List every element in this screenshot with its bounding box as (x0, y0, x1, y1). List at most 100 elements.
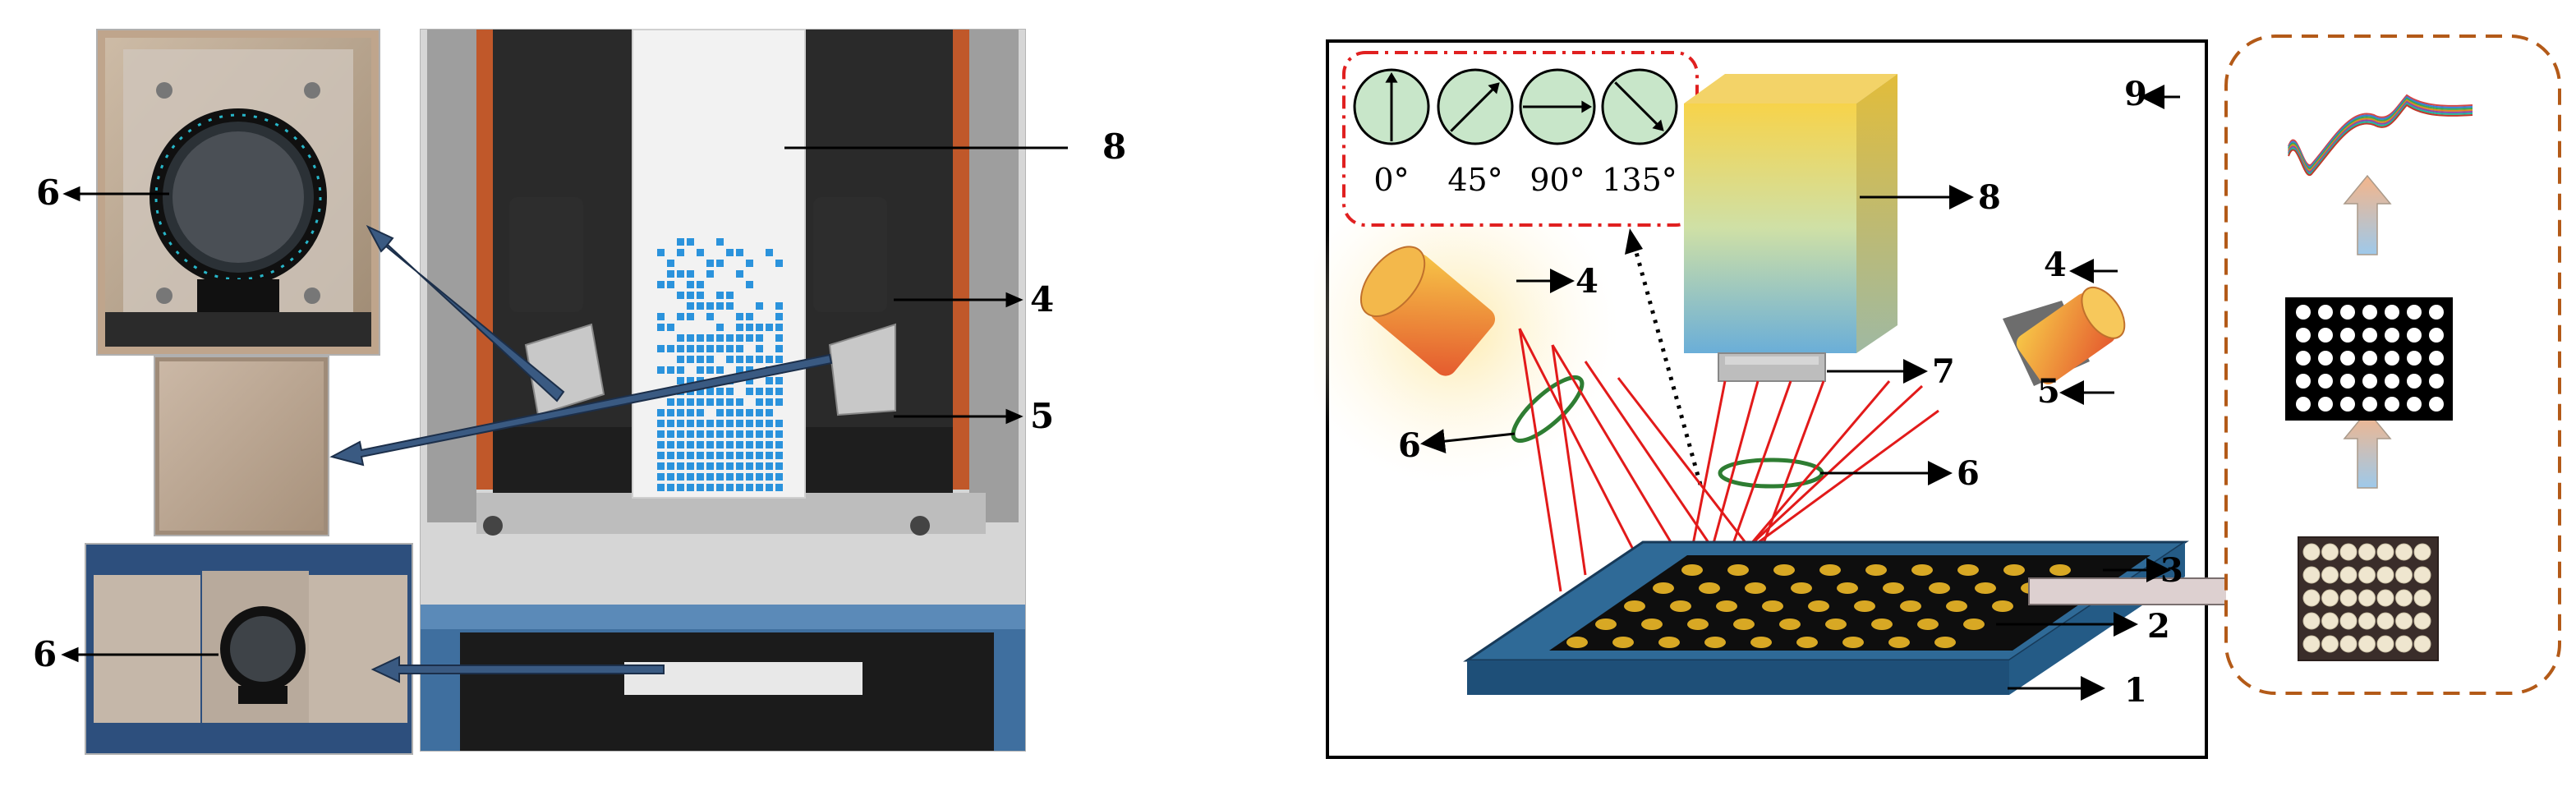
mask-dot (2318, 397, 2333, 412)
card-square (677, 249, 684, 256)
mask-dot (2296, 374, 2311, 389)
card-square (746, 388, 753, 395)
up-arrow-bottom (2343, 409, 2392, 489)
card-square (687, 420, 694, 427)
sample-dot (1819, 564, 1841, 576)
card-square (756, 441, 763, 448)
photo-sample (2358, 589, 2376, 607)
photo-sample (2413, 612, 2431, 630)
sample-dot (1733, 619, 1755, 630)
card-square (697, 366, 704, 374)
photo-sample (2413, 635, 2431, 653)
photo-sample (2321, 635, 2339, 653)
card-square (766, 324, 773, 331)
label-9: 9 (2124, 75, 2147, 113)
card-square (756, 484, 763, 491)
card-square (687, 398, 694, 406)
card-square (766, 441, 773, 448)
card-square (706, 260, 714, 267)
card-square (667, 473, 674, 481)
photo-sample (2376, 543, 2394, 561)
sample-dot (1957, 564, 1979, 576)
card-square (677, 409, 684, 416)
photo-sample (2358, 612, 2376, 630)
card-square (775, 388, 783, 395)
card-square (677, 452, 684, 459)
polarization-axis (1450, 85, 1497, 132)
sample-dot (1975, 582, 1996, 594)
photo-sample (2339, 566, 2358, 584)
card-square (766, 398, 773, 406)
card-square (706, 313, 714, 320)
photo-sample (2302, 543, 2321, 561)
card-square (677, 313, 684, 320)
sample-dot (1791, 582, 1812, 594)
card-square (657, 366, 665, 374)
card-square (697, 334, 704, 342)
card-square (657, 281, 665, 288)
mask-dot (2340, 374, 2355, 389)
card-square (756, 398, 763, 406)
card-square (726, 420, 734, 427)
mask-dot (2340, 305, 2355, 320)
label-7: 7 (1932, 352, 1955, 391)
card-square (657, 473, 665, 481)
card-square (766, 420, 773, 427)
left-photo-panel: 6 4 5 6 (0, 0, 1068, 791)
card-square (726, 292, 734, 299)
card-square (667, 270, 674, 278)
card-square (726, 452, 734, 459)
card-square (667, 452, 674, 459)
card-square (657, 324, 665, 331)
card-square (697, 388, 704, 395)
sample-dot (1641, 619, 1663, 630)
card-square (687, 409, 694, 416)
photo-sample (2395, 635, 2413, 653)
sample-dots (1566, 564, 2071, 648)
label-6-left: 6 (1398, 426, 1421, 465)
angle-0: 0° (1373, 162, 1409, 198)
scatter-ray (1724, 409, 1939, 568)
card-square (687, 441, 694, 448)
card-pattern (657, 238, 783, 491)
card-square (657, 430, 665, 438)
card-square (697, 462, 704, 470)
card-square (746, 462, 753, 470)
mask-dot (2340, 328, 2355, 343)
photo-sample (2339, 589, 2358, 607)
card-square (697, 452, 704, 459)
card-square (667, 324, 674, 331)
card-square (746, 420, 753, 427)
reflected-ray (1723, 380, 1792, 568)
sample-dot (2049, 564, 2071, 576)
card-square (677, 292, 684, 299)
photo-sample (2413, 543, 2431, 561)
card-square (706, 484, 714, 491)
mask-dot (2318, 351, 2333, 366)
sample-dot (1871, 619, 1893, 630)
card-square (746, 430, 753, 438)
sample-dot (1963, 619, 1985, 630)
card-square (736, 409, 743, 416)
card-square (706, 366, 714, 374)
card-square (736, 398, 743, 406)
card-square (756, 302, 763, 310)
card-square (756, 462, 763, 470)
card-square (677, 398, 684, 406)
card-square (706, 462, 714, 470)
card-square (766, 462, 773, 470)
card-square (736, 473, 743, 481)
sample-dot (1929, 582, 1950, 594)
sample-dot (1779, 619, 1801, 630)
card-square (677, 441, 684, 448)
axis-arrowhead (1652, 119, 1664, 131)
sample-dot (1992, 600, 2013, 612)
card-square (687, 452, 694, 459)
card-square (736, 270, 743, 278)
card-square (726, 398, 734, 406)
card-square (667, 462, 674, 470)
polarizer-lamp (1511, 375, 1585, 444)
photo-composite (61, 29, 1068, 755)
photo-sample (2339, 612, 2358, 630)
card-square (716, 398, 724, 406)
